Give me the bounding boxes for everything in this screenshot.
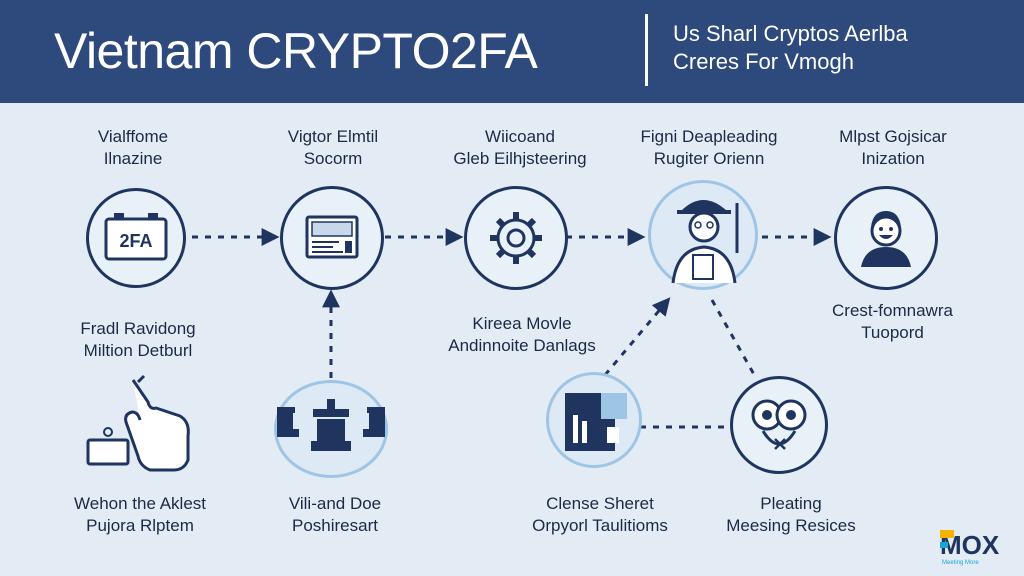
label-bottom-4: Pleating Meesing Resices xyxy=(706,493,876,537)
node-gear xyxy=(464,186,568,290)
page-title: Vietnam CRYPTO2FA xyxy=(54,23,538,79)
label-bottom-2: Vili-and Doe Poshiresart xyxy=(270,493,400,537)
smiling-person-icon xyxy=(861,211,911,267)
brand-logo-subtext: Meeting More xyxy=(942,560,979,566)
label-bottom-3: Clense Sheret Orpyorl Taulitioms xyxy=(510,493,690,537)
label-step-4-line-1: Figni Deapleading xyxy=(640,127,778,146)
subtitle-line-1: Us Sharl Cryptos Aerlba xyxy=(673,21,908,46)
label-mid-3: Crest-fomnawra Tuopord xyxy=(810,300,975,344)
label-step-1: Vialffome Ilnazine xyxy=(78,126,188,170)
label-step-2: Vigtor Elmtil Socorm xyxy=(268,126,398,170)
brand-logo: MOX Meeting More xyxy=(938,522,1012,568)
node-masks xyxy=(730,376,828,474)
worker-icon xyxy=(671,200,739,284)
label-bottom-3-line-2: Orpyorl Taulitioms xyxy=(532,516,668,535)
label-bottom-1-line-2: Pujora Rlptem xyxy=(86,516,194,535)
header-divider xyxy=(645,14,648,86)
label-step-5-line-1: Mlpst Gojsicar xyxy=(839,127,947,146)
label-mid-3-line-2: Tuopord xyxy=(861,323,924,342)
header-bar: Vietnam CRYPTO2FA Us Sharl Cryptos Aerlb… xyxy=(0,0,1024,103)
label-bottom-1: Wehon the Aklest Pujora Rlptem xyxy=(55,493,225,537)
label-mid-1-line-1: Fradl Ravidong xyxy=(80,319,196,338)
node-2fa: 2FA xyxy=(86,188,186,288)
label-step-5: Mlpst Gojsicar Inization xyxy=(818,126,968,170)
tapping-hand-icon xyxy=(86,374,190,472)
server-panel-icon xyxy=(565,393,627,451)
label-step-3-line-2: Gleb Eilhjsteering xyxy=(453,149,587,168)
label-step-5-line-2: Inization xyxy=(861,149,925,168)
label-step-2-line-2: Socorm xyxy=(303,149,363,168)
label-mid-2: Kireea Movle Andinnoite Danlags xyxy=(432,313,612,357)
label-bottom-4-line-2: Meesing Resices xyxy=(726,516,856,535)
label-step-3-line-1: Wiicoand xyxy=(485,127,555,146)
node-chess xyxy=(274,380,388,478)
battery-2fa-icon: 2FA xyxy=(104,213,168,261)
subtitle-line-2: Creres For Vmogh xyxy=(673,49,854,74)
label-bottom-2-line-2: Poshiresart xyxy=(292,516,378,535)
label-step-1-line-1: Vialffome xyxy=(97,127,169,146)
label-step-3: Wiicoand Gleb Eilhjsteering xyxy=(440,126,600,170)
label-bottom-4-line-1: Pleating xyxy=(760,494,822,513)
link-worker-masks xyxy=(710,299,758,379)
label-bottom-2-line-1: Vili-and Doe xyxy=(288,494,382,513)
brand-logo-icon: MOX Meeting More xyxy=(940,530,1000,566)
label-step-2-line-1: Vigtor Elmtil xyxy=(287,127,379,146)
page-subtitle: Us Sharl Cryptos Aerlba Creres For Vmogh xyxy=(673,20,973,76)
label-step-4-line-2: Rugiter Orienn xyxy=(653,149,765,168)
label-mid-1: Fradl Ravidong Miltion Detburl xyxy=(58,318,218,362)
terminal-screen-icon xyxy=(305,215,359,259)
link-server-worker xyxy=(603,297,671,376)
label-mid-1-line-2: Miltion Detburl xyxy=(83,341,193,360)
battery-2fa-text: 2FA xyxy=(119,231,152,251)
label-mid-3-line-1: Crest-fomnawra xyxy=(832,301,953,320)
node-terminal xyxy=(280,186,384,290)
label-mid-2-line-1: Kireea Movle xyxy=(472,314,572,333)
label-bottom-1-line-1: Wehon the Aklest xyxy=(74,494,206,513)
node-person xyxy=(834,186,938,290)
label-bottom-3-line-1: Clense Sheret xyxy=(546,494,654,513)
chess-pieces-icon xyxy=(277,399,385,451)
node-worker xyxy=(648,180,758,290)
gear-icon xyxy=(490,212,542,264)
masks-icon xyxy=(751,399,807,450)
label-step-4: Figni Deapleading Rugiter Orienn xyxy=(624,126,794,170)
label-step-1-line-2: Ilnazine xyxy=(103,149,163,168)
node-server xyxy=(546,372,642,468)
label-mid-2-line-2: Andinnoite Danlags xyxy=(448,336,596,355)
